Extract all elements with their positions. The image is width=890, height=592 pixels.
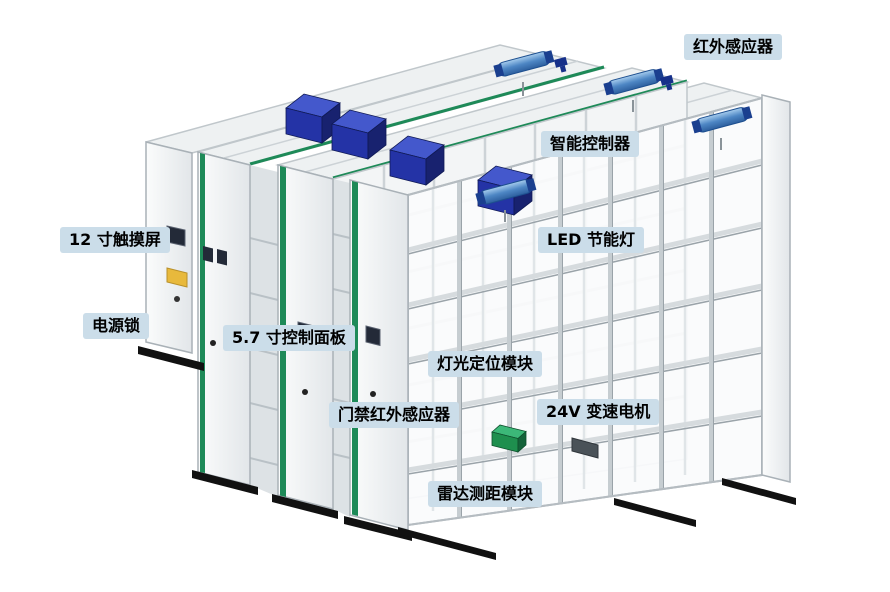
power-indicator-icon [166,267,188,288]
end-panel-4 [349,179,409,531]
led-lamp-icon [475,178,537,206]
infrared-sensor-icon [660,74,674,91]
floor-tracks [138,346,796,560]
lock-dot-icon [370,391,376,397]
small-display-icon [217,249,227,266]
callout-power-lock: 电源锁 [83,313,150,339]
radar-module-icon [491,424,527,453]
callout-motor-24v: 24V 变速电机 [537,399,660,425]
motor-unit-icon [571,437,599,459]
end-panel-2 [197,151,251,486]
callout-door-infrared-sensor: 门禁红外感应器 [329,402,460,428]
led-lamps [475,50,753,222]
callout-radar-module: 雷达测距模块 [428,481,543,507]
callout-light-positioning-module: 灯光定位模块 [428,351,543,377]
smart-controller-boxes [285,93,533,216]
callout-smart-controller: 智能控制器 [541,131,640,157]
lock-dot-icon [210,340,216,346]
callout-touch-screen: 12 寸触摸屏 [60,227,170,253]
right-end-upright [761,94,791,483]
power-lock-icon [174,296,180,302]
led-lamp-icon [493,50,555,78]
lock-dot-icon [302,389,308,395]
door-infrared-sensor-icon [365,325,381,347]
callout-infrared-sensor: 红外感应器 [684,34,783,60]
led-lamp-icon [691,106,753,134]
callout-control-panel: 5.7 寸控制面板 [223,325,355,351]
controller-box-icon [389,135,445,186]
controller-box-icon [331,109,387,160]
infrared-sensors [554,56,674,91]
small-display-icon [203,246,213,263]
controller-box-icon [285,93,341,144]
callout-led-lamp: LED 节能灯 [538,227,644,253]
infrared-sensor-icon [554,56,568,73]
